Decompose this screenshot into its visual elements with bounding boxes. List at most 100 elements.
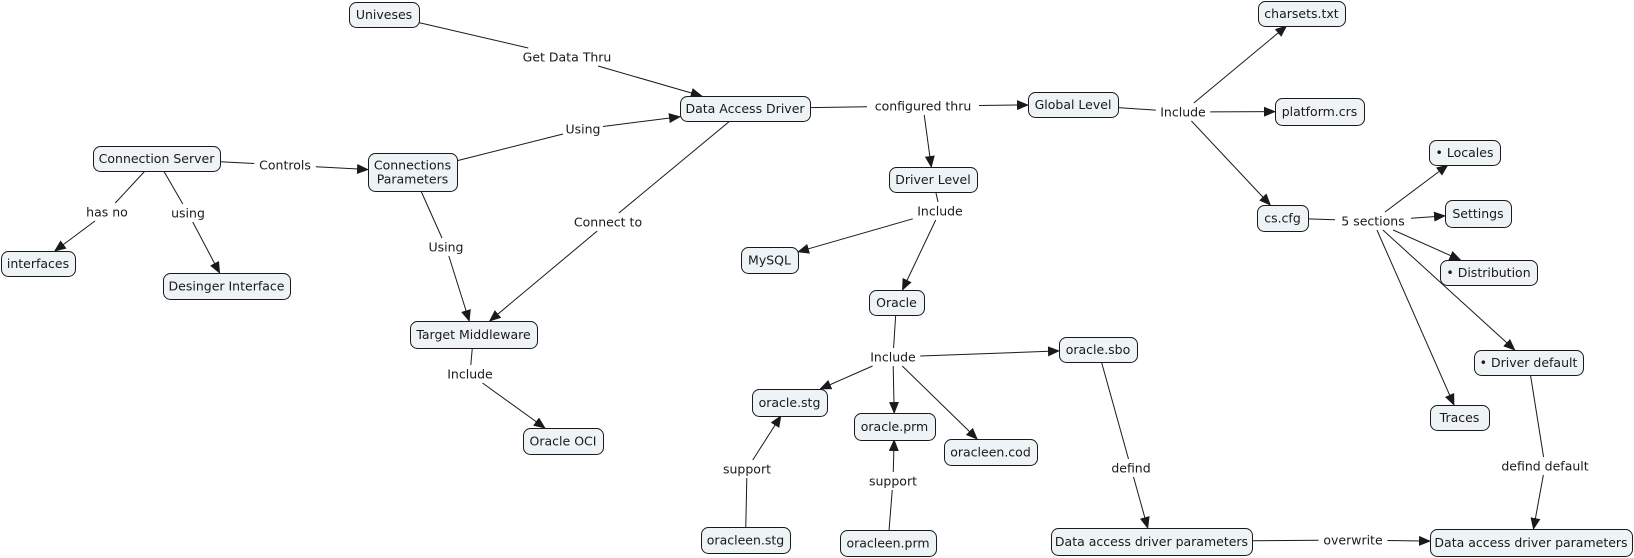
linking-phrase: Get Data Thru [523,50,612,65]
connections-layer [53,22,1545,546]
concept-label: Driver Level [895,172,970,187]
concept-box [523,428,604,455]
arrow-five-sections-to-driver-default [1382,229,1516,351]
concept-distribution[interactable]: • Distribution [1440,260,1538,286]
concept-oracleen-prm[interactable]: oracleen.prm [840,530,937,557]
link-get-data-thru[interactable]: Get Data Thru [523,50,612,65]
link-using-designer[interactable]: using [171,206,205,221]
concept-label: Parameters [377,172,449,187]
concept-label: cs.cfg [1264,211,1301,226]
link-include-driver[interactable]: Include [917,204,963,219]
concept-oracle[interactable]: Oracle [869,290,925,316]
arrow-include-tm-to-oracle-oci [482,382,546,429]
concept-platform[interactable]: platform.crs [1275,98,1365,126]
concept-desinger-interface[interactable]: Desinger Interface [163,273,291,300]
concept-label: Target Middleware [415,327,531,342]
linking-phrase: Include [447,367,493,382]
concept-oracle-prm[interactable]: oracle.prm [854,413,936,441]
concept-label: Settings [1452,206,1503,221]
connector-oracle-to-include-oracle [893,314,897,349]
link-overwrite[interactable]: overwrite [1323,533,1383,548]
arrow-five-sections-to-locales [1384,164,1449,213]
arrow-overwrite-to-dadp-right [1387,535,1431,546]
arrow-include-driver-to-oracle [901,219,937,291]
link-configured-thru[interactable]: configured thru [875,99,972,114]
concept-label: oracleen.cod [950,445,1031,460]
connector-target-middleware-to-include-tm [470,347,473,366]
link-support-prm[interactable]: support [869,474,917,489]
arrow-using-dad-to-data-access-driver [602,113,681,127]
connector-connections-parameters-to-using-dad [456,133,564,162]
concept-oracle-stg[interactable]: oracle.stg [752,389,828,417]
concept-locales[interactable]: • Locales [1429,140,1501,166]
concept-oracleen-cod[interactable]: oracleen.cod [944,439,1038,466]
linking-phrase: configured thru [875,99,972,114]
concept-box [1474,350,1584,376]
concept-oracle-sbo[interactable]: oracle.sbo [1059,337,1138,363]
concept-traces[interactable]: Traces [1430,405,1490,431]
link-support-stg[interactable]: support [723,462,771,477]
concept-box [869,290,925,316]
link-include-global[interactable]: Include [1160,105,1206,120]
connector-oracleen-stg-to-support-stg [745,477,748,528]
concept-driver-default[interactable]: • Driver default [1474,350,1584,376]
concept-label: oracleen.prm [846,536,929,551]
arrow-include-oracle-to-oracle-sbo [920,346,1060,357]
link-connect-to[interactable]: Connect to [574,215,642,230]
link-using-dad[interactable]: Using [566,122,601,137]
concept-dadp-left[interactable]: Data access driver parameters [1051,528,1253,556]
concept-box [349,2,420,28]
concept-label: Oracle OCI [530,434,597,449]
concept-mysql[interactable]: MySQL [741,247,799,274]
linking-phrase: defind default [1501,459,1588,474]
concept-univeses[interactable]: Univeses [349,2,420,28]
concept-interfaces[interactable]: interfaces [1,251,76,277]
connector-data-access-driver-to-connect-to [618,120,731,214]
concept-box [1059,337,1138,363]
concept-box [741,247,799,274]
concept-connection-server[interactable]: Connection Server [93,146,221,172]
concept-label: • Distribution [1446,265,1530,280]
arrow-using-tm-to-target-middleware [448,255,471,322]
arrow-defind-to-dadp-left [1133,476,1150,529]
connector-oracle-sbo-to-defind [1100,361,1129,460]
link-using-tm[interactable]: Using [429,240,464,255]
linking-phrase: 5 sections [1341,214,1404,229]
concept-box [1429,140,1501,166]
concept-target-middleware[interactable]: Target Middleware [410,321,538,349]
concept-label: Connections [374,158,451,173]
link-has-no[interactable]: has no [86,205,128,220]
concept-label: oracleen.stg [707,533,784,548]
concept-oracleen-stg[interactable]: oracleen.stg [701,527,791,554]
concept-label: Data Access Driver [685,101,805,116]
concept-driver-level[interactable]: Driver Level [889,167,978,193]
concept-box [701,527,791,554]
concept-label: Data access driver parameters [1434,535,1627,550]
arrow-five-sections-to-traces [1376,229,1455,406]
concept-charsets[interactable]: charsets.txt [1258,1,1346,27]
concept-box [1430,405,1490,431]
concept-settings[interactable]: Settings [1445,200,1512,228]
linking-phrase: Include [870,350,916,365]
concept-global-level[interactable]: Global Level [1028,92,1119,118]
concept-box [410,321,538,349]
concept-box [944,439,1038,466]
link-defind-default[interactable]: defind default [1501,459,1588,474]
arrow-defind-default-to-dadp-right [1530,474,1544,530]
concept-dadp-right[interactable]: Data access driver parameters [1430,529,1633,557]
arrow-include-oracle-to-oracleen-cod [901,365,978,440]
concept-data-access-driver[interactable]: Data Access Driver [680,96,811,122]
connector-connection-server-to-controls [219,161,255,164]
concept-cs-cfg[interactable]: cs.cfg [1257,205,1309,232]
concept-label: oracle.stg [759,395,821,410]
link-include-oracle[interactable]: Include [870,350,916,365]
link-five-sections[interactable]: 5 sections [1341,214,1404,229]
concept-oracle-oci[interactable]: Oracle OCI [523,428,604,455]
concept-box [752,389,828,417]
link-defind[interactable]: defind [1111,461,1150,476]
link-controls[interactable]: Controls [259,158,311,173]
link-include-tm[interactable]: Include [447,367,493,382]
